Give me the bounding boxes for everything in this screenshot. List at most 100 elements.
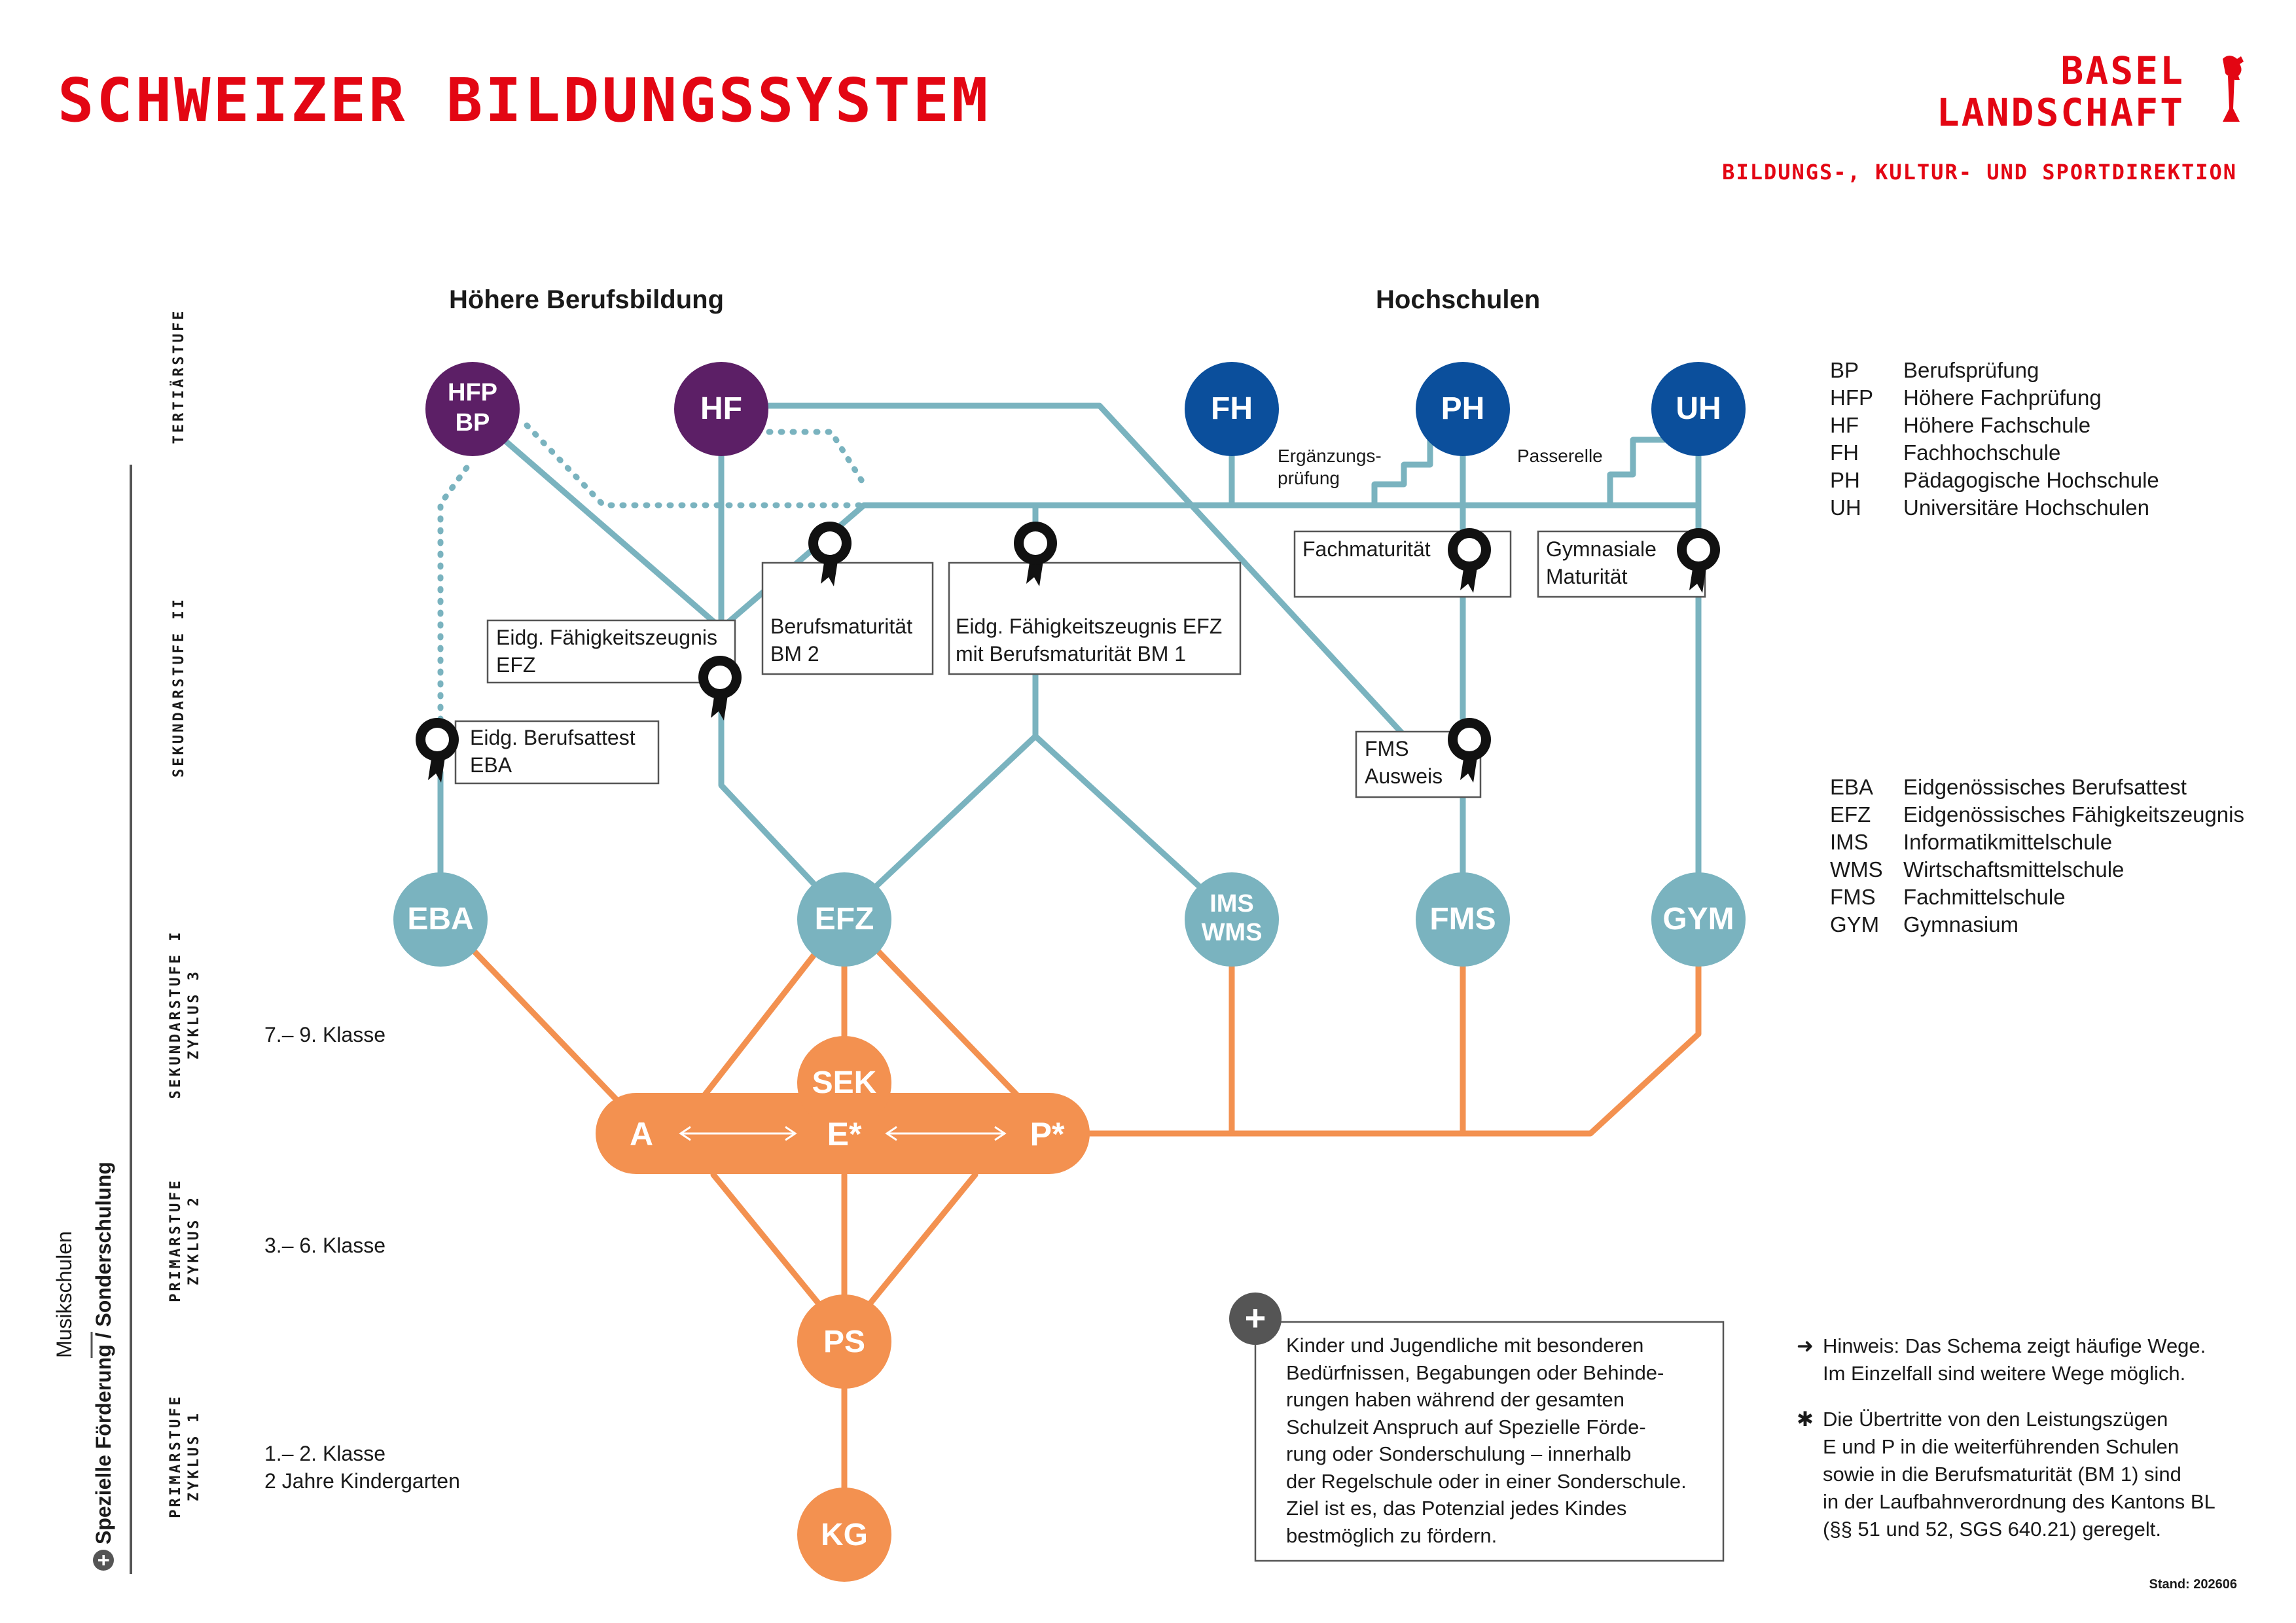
legend-row: BP Berufsprüfung — [1830, 357, 2159, 384]
legend-full-name: Fachmittelschule — [1903, 885, 2066, 909]
cert-gym-maturitaet-line-2: Maturität — [1546, 565, 1628, 588]
class-label-1-2: 1.– 2. Klasse — [264, 1442, 386, 1465]
node-track-a: A — [630, 1116, 653, 1152]
node-track-p: P* — [1030, 1116, 1065, 1152]
special-note-line: rung oder Sonderschulung – innerhalb — [1286, 1442, 1632, 1465]
node-hf: HF — [700, 391, 742, 426]
node-hfp: HFP — [448, 379, 497, 406]
legend-abbreviation: EFZ — [1830, 802, 1871, 827]
node-track-e: E* — [827, 1116, 862, 1152]
stand-date: Stand: 202606 — [2149, 1577, 2237, 1592]
brand-line-1: BASEL — [2060, 48, 2185, 93]
node-wms: WMS — [1202, 919, 1263, 946]
brand-line-2: LANDSCHAFT — [1936, 90, 2185, 135]
hint-line-1: Hinweis: Das Schema zeigt häufige Wege. — [1823, 1334, 2206, 1357]
node-sek: SEK — [812, 1065, 877, 1100]
legend-full-name: Gymnasium — [1903, 912, 2019, 936]
cert-eba-line-2: EBA — [470, 753, 512, 777]
legend-abbreviation: UH — [1830, 495, 1861, 520]
special-note-line: Schulzeit Anspruch auf Spezielle Förde- — [1286, 1415, 1646, 1438]
node-fms: FMS — [1429, 902, 1496, 936]
cert-gym-maturitaet-line-1: Gymnasiale — [1546, 537, 1657, 561]
legend-abbreviation: HFP — [1830, 385, 1873, 410]
legend-full-name: Wirtschaftsmittelschule — [1903, 857, 2125, 882]
special-note-line: Kinder und Jugendliche mit besonderen — [1286, 1334, 1644, 1357]
legend-full-name: Eidgenössisches Fähigkeitszeugnis — [1903, 802, 2244, 827]
legend-abbreviation: IMS — [1830, 830, 1869, 854]
footnote-line-1: Die Übertritte von den Leistungszügen — [1823, 1408, 2168, 1431]
legend-abbreviation: EBA — [1830, 775, 1874, 799]
cert-bm1-line-1: Eidg. Fähigkeitszeugnis EFZ — [956, 615, 1222, 638]
legend-full-name: Berufsprüfung — [1903, 358, 2039, 382]
cert-efz-line-1: Eidg. Fähigkeitszeugnis — [496, 626, 717, 649]
special-note-line: bestmöglich zu fördern. — [1286, 1524, 1498, 1547]
class-label-kindergarten: 2 Jahre Kindergarten — [264, 1469, 460, 1493]
special-note-line: rungen haben während der gesamten — [1286, 1388, 1625, 1411]
node-uh: UH — [1676, 391, 1721, 426]
cert-fachmaturitaet: Fachmaturität — [1302, 537, 1431, 561]
node-efz: EFZ — [815, 902, 874, 936]
node-kg: KG — [821, 1518, 868, 1552]
asterisk-icon: ✱ — [1797, 1408, 1814, 1431]
node-ims: IMS — [1210, 890, 1254, 918]
cert-fms-ausweis-line-1: FMS — [1365, 737, 1409, 760]
legend-row: IMS Informatikmittelschule — [1830, 829, 2244, 856]
section-heading-higher-vocational: Höhere Berufsbildung — [449, 285, 725, 314]
path-label-passerelle: Passerelle — [1517, 446, 1603, 466]
brand-subtitle: BILDUNGS-, KULTUR- UND SPORTDIREKTION — [1722, 160, 2237, 185]
legend-abbreviation: FH — [1830, 440, 1859, 465]
node-ps: PS — [823, 1325, 865, 1359]
legend-row: WMS Wirtschaftsmittelschule — [1830, 856, 2244, 883]
node-fh: FH — [1211, 391, 1253, 426]
hint-line-2: Im Einzelfall sind weitere Wege möglich. — [1823, 1362, 2186, 1385]
path-label-ergaenzungspruefung-line-2: prüfung — [1278, 468, 1340, 488]
special-note-line: der Regelschule oder in einer Sonderschu… — [1286, 1469, 1687, 1493]
legend-full-name: Informatikmittelschule — [1903, 830, 2113, 854]
legend-row: UH Universitäre Hochschulen — [1830, 494, 2159, 522]
path-label-ergaenzungspruefung-line-1: Ergänzungs- — [1278, 446, 1382, 466]
cert-bm2-line-1: Berufsmaturität — [770, 615, 912, 638]
legend-full-name: Höhere Fachschule — [1903, 413, 2091, 437]
legend-row: FMS Fachmittelschule — [1830, 883, 2244, 911]
footnote-line-5: (§§ 51 und 52, SGS 640.21) geregelt. — [1823, 1518, 2162, 1541]
legend-full-name: Eidgenössisches Berufsattest — [1903, 775, 2187, 799]
legend-abbreviation: PH — [1830, 468, 1860, 492]
legend-abbreviation: FMS — [1830, 885, 1876, 909]
legend-abbreviation: WMS — [1830, 857, 1883, 882]
legend-full-name: Höhere Fachprüfung — [1903, 385, 2102, 410]
node-ph: PH — [1441, 391, 1485, 426]
footnote-line-3: sowie in die Berufsmaturität (BM 1) sind — [1823, 1463, 2181, 1486]
cert-fms-ausweis-line-2: Ausweis — [1365, 764, 1443, 788]
page-title: SCHWEIZER BILDUNGSSYSTEM — [58, 65, 991, 135]
special-note-line: Ziel ist es, das Potenzial jedes Kindes — [1286, 1497, 1627, 1520]
footnote-line-4: in der Laufbahnverordnung des Kantons BL — [1823, 1490, 2215, 1513]
legend-row: GYM Gymnasium — [1830, 911, 2244, 938]
special-note-plus-icon: + — [1245, 1297, 1266, 1338]
legend-row: HFP Höhere Fachprüfung — [1830, 384, 2159, 412]
cert-eba-line-1: Eidg. Berufsattest — [470, 726, 636, 749]
legend-abbreviation: HF — [1830, 413, 1859, 437]
legend-full-name: Universitäre Hochschulen — [1903, 495, 2150, 520]
node-gym: GYM — [1662, 902, 1734, 936]
node-bp: BP — [456, 409, 490, 437]
special-note-line: Bedürfnissen, Begabungen oder Behinde- — [1286, 1361, 1664, 1384]
legend-abbreviation: GYM — [1830, 912, 1880, 936]
arrow-right-icon: ➜ — [1797, 1334, 1814, 1357]
cert-efz-line-2: EFZ — [496, 653, 535, 677]
rosette-icons — [416, 522, 1720, 783]
cert-bm1-line-2: mit Berufsmaturität BM 1 — [956, 642, 1186, 666]
section-heading-universities: Hochschulen — [1376, 285, 1541, 314]
cert-bm2-line-2: BM 2 — [770, 642, 819, 666]
class-label-3-6: 3.– 6. Klasse — [264, 1234, 386, 1257]
legend-row: EFZ Eidgenössisches Fähigkeitszeugnis — [1830, 801, 2244, 829]
legend-abbreviation: BP — [1830, 358, 1859, 382]
legend-row: EBA Eidgenössisches Berufsattest — [1830, 774, 2244, 801]
baselland-staff-logo-icon — [2223, 56, 2244, 122]
node-eba: EBA — [407, 902, 473, 936]
